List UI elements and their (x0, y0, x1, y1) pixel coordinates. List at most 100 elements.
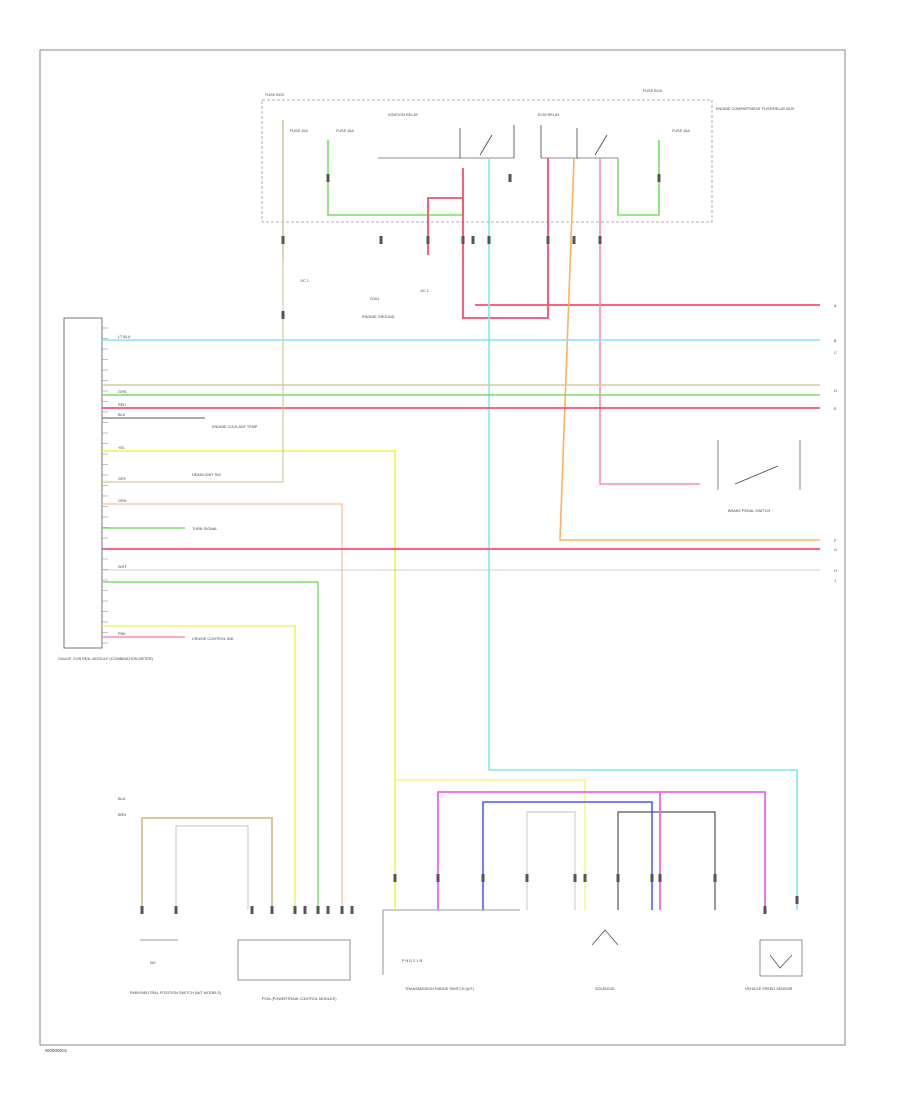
wire-code-label: RED (118, 403, 126, 407)
brake-pedal-switch: BRAKE PEDAL SWITCH (717, 440, 801, 513)
wire-yellow-range (395, 779, 586, 910)
svg-text:CRUISE CONTROL IND: CRUISE CONTROL IND (192, 637, 234, 641)
svg-text:PCM (POWERTRAIN CONTROL MODULE: PCM (POWERTRAIN CONTROL MODULE) (262, 997, 337, 1001)
wire-code-label: LT BLU (118, 335, 131, 339)
connector-mark (461, 236, 465, 244)
connector-mark (250, 906, 254, 914)
wire-white-range (526, 811, 576, 910)
connector-mark (326, 174, 330, 182)
connector-mark (281, 311, 285, 319)
vehicle-speed-sensor: VEHICLE SPEED SENSOR (745, 939, 803, 991)
wire-red-relay (427, 197, 463, 255)
svg-text:FUSE 10A: FUSE 10A (290, 129, 308, 133)
wire-code-label: YEL (118, 446, 125, 450)
transmission-range-switch: P N D 2 1 R TRANSMISSION RANGE SWITCH (A… (382, 909, 520, 991)
connector-mark (350, 906, 354, 914)
wire-code-label: BLK (118, 413, 126, 417)
connector-mark (546, 236, 550, 244)
svg-text:FUSE 15A: FUSE 15A (336, 129, 354, 133)
pcm-box: PCM (POWERTRAIN CONTROL MODULE) (237, 939, 351, 1001)
footer-code: W0000001 (45, 1048, 68, 1053)
right-ref-label: B (834, 339, 837, 343)
wire-green-fuse (327, 140, 464, 216)
connector-mark (658, 874, 662, 882)
connector-mark (293, 906, 297, 914)
connector-mark (393, 874, 397, 882)
right-ref-label: C (834, 351, 837, 355)
wire-green-fuse-right (617, 140, 660, 216)
svg-text:HEADLIGHT SW: HEADLIGHT SW (192, 473, 221, 477)
wire-orange (559, 157, 820, 541)
connector-mark (174, 906, 178, 914)
wire-cyan-speed (488, 158, 798, 910)
gauge-control-module: GAUGE CONTROL MODULE (COMBINATION METER)… (58, 317, 258, 661)
connector-mark (140, 906, 144, 914)
fuse-relay-box: FUSE BOX FUSE BOX ENGINE COMPARTMENT FUS… (261, 89, 795, 223)
right-ref-label: G (834, 548, 837, 552)
connector-mark (598, 236, 602, 244)
svg-text:J/C 1: J/C 1 (420, 289, 429, 293)
svg-text:ENGINE COMPARTMENT FUSE/RELAY: ENGINE COMPARTMENT FUSE/RELAY BOX (716, 107, 795, 111)
connector-mark (340, 906, 344, 914)
svg-text:GAUGE CONTROL MODULE (COMBINAT: GAUGE CONTROL MODULE (COMBINATION METER) (58, 657, 154, 661)
neutral-position-switch: NG PARK/NEUTRAL POSITION SWITCH (M/T MOD… (130, 939, 222, 995)
svg-text:FUSE BOX: FUSE BOX (643, 89, 663, 93)
connector-mark (795, 896, 799, 904)
svg-text:FUSE 15A: FUSE 15A (672, 129, 690, 133)
wire-magenta (437, 791, 766, 910)
right-ref-label: J (834, 579, 836, 583)
connector-mark (650, 874, 654, 882)
svg-text:VEHICLE SPEED SENSOR: VEHICLE SPEED SENSOR (745, 987, 793, 991)
svg-text:ECM RELAY: ECM RELAY (538, 113, 560, 117)
connector-mark (379, 236, 383, 244)
right-ref-label: A (834, 304, 837, 308)
connector-mark (436, 874, 440, 882)
svg-text:P N D 2 1 R: P N D 2 1 R (402, 959, 422, 963)
connector-mark (573, 874, 577, 882)
wire-code-label: ORN (118, 499, 127, 503)
connector-mark (657, 174, 661, 182)
connector-mark (326, 906, 330, 914)
wire-code-label: WHT (118, 565, 127, 569)
right-ref-label: F (834, 539, 837, 543)
connector-mark (487, 236, 491, 244)
wire-code-label: BRN (118, 813, 126, 817)
connector-mark (508, 174, 512, 182)
wires (102, 120, 820, 914)
wire-code-label: GRY (118, 477, 127, 481)
connector-mark (713, 874, 717, 882)
wire-yellow-pcm-2 (102, 625, 296, 910)
wire-code-label: BLU (118, 797, 126, 801)
connector-mark (303, 906, 307, 914)
wire-yellow-pcm (102, 450, 396, 910)
svg-text:J/C 1: J/C 1 (300, 279, 309, 283)
connector-mark (616, 874, 620, 882)
wire-white-nps (175, 825, 249, 910)
connector-mark (572, 236, 576, 244)
connector-mark (270, 906, 274, 914)
wire-code-label: PNK (118, 632, 126, 636)
connector-mark (583, 874, 587, 882)
svg-text:BRAKE PEDAL SWITCH: BRAKE PEDAL SWITCH (728, 509, 771, 513)
svg-text:IGNITION RELAY: IGNITION RELAY (388, 113, 419, 117)
solenoid: SOLENOID (591, 929, 619, 991)
diagram-frame (39, 49, 846, 1046)
svg-text:NG: NG (150, 961, 156, 965)
svg-text:ENGINE COOLANT TEMP: ENGINE COOLANT TEMP (212, 425, 258, 429)
svg-text:PARK/NEUTRAL POSITION SWITCH (: PARK/NEUTRAL POSITION SWITCH (M/T MODELS… (130, 991, 222, 995)
right-ref-label: D (834, 389, 837, 393)
wire-peach-pcm (102, 503, 343, 910)
wire-green-pcm (102, 581, 319, 910)
svg-text:TURN SIGNAL: TURN SIGNAL (192, 527, 218, 531)
svg-text:G101: G101 (370, 297, 379, 301)
wire-tan-nps (141, 817, 273, 910)
svg-text:FUSE BOX: FUSE BOX (265, 93, 285, 97)
wire-pink-switch (599, 158, 700, 485)
svg-text:SOLENOID: SOLENOID (595, 987, 615, 991)
connector-mark (316, 906, 320, 914)
wire-tan-feed (102, 262, 284, 483)
connector-mark (763, 906, 767, 914)
connector-mark (525, 874, 529, 882)
